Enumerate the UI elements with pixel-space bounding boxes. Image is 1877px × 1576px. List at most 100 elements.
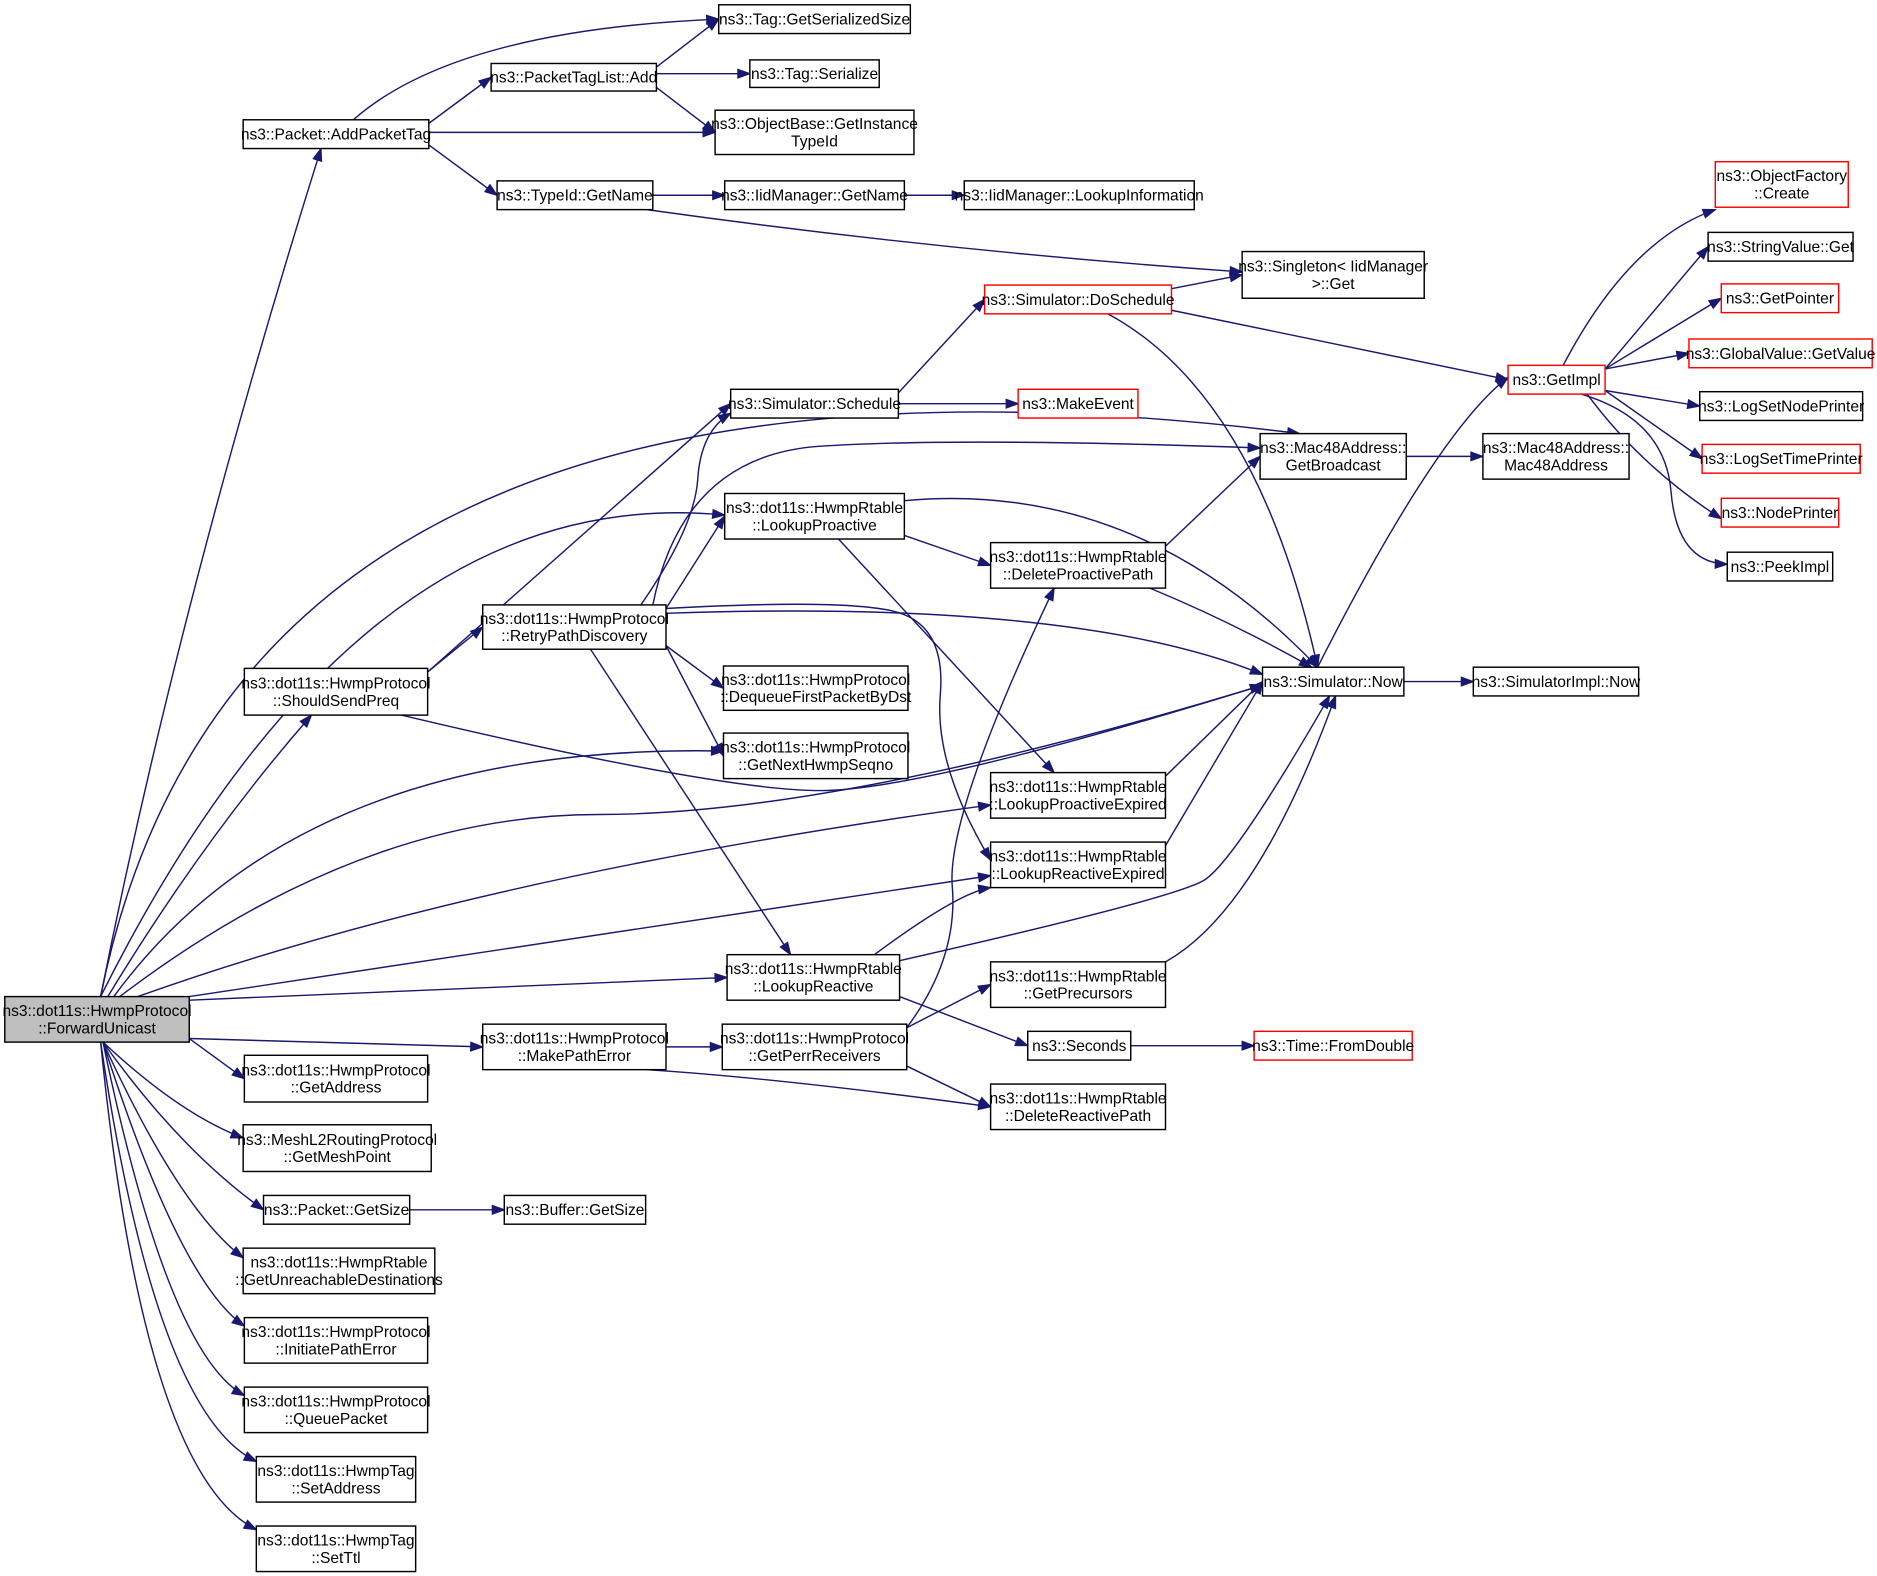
edge-arrowhead	[1470, 451, 1485, 462]
node-box	[1261, 666, 1405, 697]
edge-lproactive-to-now	[904, 497, 1319, 668]
node-queuepkt[interactable]: ns3::dot11s::HwmpProtocol::QueuePacket	[241, 1386, 431, 1434]
node-makeevent[interactable]: ns3::MakeEvent	[1017, 388, 1139, 419]
edge-fwd-to-lpexpired	[137, 804, 991, 998]
node-fromdouble[interactable]: ns3::Time::FromDouble	[1252, 1030, 1414, 1061]
node-lpexpired[interactable]: ns3::dot11s::HwmpRtable::LookupProactive…	[989, 771, 1167, 819]
edge-arrowhead	[1707, 297, 1723, 310]
edge-fwd-to-seqno	[113, 750, 724, 998]
node-bcast[interactable]: ns3::Mac48Address::GetBroadcast	[1259, 432, 1407, 480]
node-label: ns3::dot11s::HwmpRtable	[990, 968, 1167, 985]
node-label: ::GetNextHwmpSeqno	[738, 757, 893, 774]
node-pktsize[interactable]: ns3::Packet::GetSize	[262, 1194, 411, 1225]
node-box	[1720, 283, 1840, 314]
node-box	[989, 541, 1167, 589]
node-implnow[interactable]: ns3::SimulatorImpl::Now	[1472, 666, 1641, 697]
edge-arrowhead	[1688, 447, 1704, 460]
node-iidname[interactable]: ns3::IidManager::GetName	[721, 180, 908, 211]
node-box	[243, 1316, 429, 1364]
node-setttl[interactable]: ns3::dot11s::HwmpTag::SetTtl	[255, 1525, 417, 1573]
node-delproactive[interactable]: ns3::dot11s::HwmpRtable::DeleteProactive…	[989, 541, 1167, 589]
edge-fwd-to-shouldpreq	[107, 714, 312, 997]
node-lognode[interactable]: ns3::LogSetNodePrinter	[1698, 390, 1864, 422]
node-seconds[interactable]: ns3::Seconds	[1027, 1030, 1132, 1061]
node-delreactive[interactable]: ns3::dot11s::HwmpRtable::DeleteReactiveP…	[989, 1083, 1167, 1131]
node-label: ns3::dot11s::HwmpProtocol	[241, 1394, 430, 1411]
node-label: ns3::dot11s::HwmpRtable	[990, 779, 1167, 796]
edge-retry-to-schedule	[640, 412, 732, 606]
node-bufsize[interactable]: ns3::Buffer::GetSize	[503, 1194, 647, 1225]
node-addpkttag[interactable]: ns3::Packet::AddPacketTag	[241, 119, 431, 150]
node-schedule[interactable]: ns3::Simulator::Schedule	[728, 388, 901, 419]
node-label: ::QueuePacket	[285, 1411, 389, 1428]
edge-arrowhead	[710, 676, 725, 690]
node-box	[1259, 432, 1407, 480]
node-meshpoint[interactable]: ns3::MeshL2RoutingProtocol::GetMeshPoint	[237, 1124, 437, 1173]
node-mac48[interactable]: ns3::Mac48Address::Mac48Address	[1482, 432, 1630, 480]
node-initerr[interactable]: ns3::dot11s::HwmpProtocol::InitiatePathE…	[241, 1316, 431, 1364]
edge-getimpl-to-getpointer	[1604, 297, 1722, 370]
node-box	[989, 1083, 1167, 1131]
node-seqno[interactable]: ns3::dot11s::HwmpProtocol::GetNextHwmpSe…	[721, 732, 910, 780]
node-box	[723, 180, 906, 211]
node-makepatherr[interactable]: ns3::dot11s::HwmpProtocol::MakePathError	[480, 1023, 669, 1071]
edge-arrowhead	[231, 1067, 246, 1080]
node-getpointer[interactable]: ns3::GetPointer	[1720, 283, 1840, 314]
edge-fwd-to-initerr	[102, 1041, 245, 1327]
node-dequeue[interactable]: ns3::dot11s::HwmpProtocol::DequeueFirstP…	[720, 665, 912, 712]
node-fwd[interactable]: ns3::dot11s::HwmpProtocol::ForwardUnicas…	[2, 995, 192, 1043]
edge-arrowhead	[250, 1198, 265, 1211]
node-lproactive[interactable]: ns3::dot11s::HwmpRtable::LookupProactive	[723, 492, 906, 540]
node-objfactory[interactable]: ns3::ObjectFactory::Create	[1714, 160, 1849, 208]
node-label: ns3::StringValue::Get	[1707, 239, 1854, 256]
node-box	[1027, 1030, 1132, 1061]
node-setaddr[interactable]: ns3::dot11s::HwmpTag::SetAddress	[255, 1455, 417, 1503]
node-iidlookup[interactable]: ns3::IidManager::LookupInformation	[955, 180, 1204, 211]
node-ptladd[interactable]: ns3::PacketTagList::Add	[490, 62, 657, 92]
node-doschedule[interactable]: ns3::Simulator::DoSchedule	[982, 284, 1175, 315]
node-tagserialize[interactable]: ns3::Tag::Serialize	[749, 59, 880, 89]
node-globalval[interactable]: ns3::GlobalValue::GetValue	[1686, 338, 1876, 369]
edge-arrowhead	[230, 1246, 245, 1259]
node-tagser[interactable]: ns3::Tag::GetSerializedSize	[717, 4, 912, 35]
node-retry[interactable]: ns3::dot11s::HwmpProtocol::RetryPathDisc…	[480, 604, 669, 650]
edge-arrowhead	[979, 846, 992, 862]
edge-arrowhead	[977, 872, 993, 883]
edge-arrowhead	[229, 1128, 245, 1139]
node-lrexpired[interactable]: ns3::dot11s::HwmpRtable::LookupReactiveE…	[990, 841, 1167, 889]
edge-shouldpreq-to-schedule	[427, 403, 732, 673]
node-strget[interactable]: ns3::StringValue::Get	[1707, 231, 1855, 262]
node-typeidname[interactable]: ns3::TypeId::GetName	[496, 180, 654, 211]
node-lreactive[interactable]: ns3::dot11s::HwmpRtable::LookupReactive	[725, 953, 902, 1001]
node-unreach[interactable]: ns3::dot11s::HwmpRtable::GetUnreachableD…	[235, 1247, 443, 1295]
node-label: ::SetAddress	[291, 1480, 380, 1497]
node-logtime[interactable]: ns3::LogSetTimePrinter	[1700, 443, 1863, 474]
edge-getimpl-to-nodeprinter	[1586, 393, 1722, 520]
node-perr[interactable]: ns3::dot11s::HwmpProtocol::GetPerrReceiv…	[720, 1023, 909, 1071]
node-label: ns3::LogSetTimePrinter	[1700, 451, 1863, 468]
edge-arrowhead	[1251, 680, 1264, 696]
node-nodeprinter[interactable]: ns3::NodePrinter	[1720, 497, 1840, 528]
node-label: ns3::ObjectFactory	[1716, 168, 1847, 185]
node-now[interactable]: ns3::Simulator::Now	[1261, 666, 1405, 697]
node-box	[722, 665, 909, 712]
edge-arrowhead	[1701, 208, 1717, 219]
edge-makepatherr-to-delreactive	[646, 1068, 991, 1108]
node-label: ns3::Simulator::Schedule	[728, 396, 901, 413]
edge-fwd-to-setttl	[99, 1042, 257, 1531]
node-label: ::InitiatePathError	[275, 1341, 396, 1358]
edge-arrowhead	[717, 402, 733, 416]
edge-lproactive-to-lpexpired	[837, 538, 1055, 774]
edge-typeidname-to-singleton	[646, 208, 1243, 273]
edge-getimpl-to-strget	[1604, 246, 1709, 370]
node-shouldpreq[interactable]: ns3::dot11s::HwmpProtocol::ShouldSendPre…	[241, 667, 431, 716]
node-label: ns3::Mac48Address::	[1483, 440, 1629, 457]
node-singleton[interactable]: ns3::Singleton< IidManager>::Get	[1238, 250, 1428, 299]
node-getaddress[interactable]: ns3::dot11s::HwmpProtocol::GetAddress	[241, 1054, 431, 1103]
node-precursors[interactable]: ns3::dot11s::HwmpRtable::GetPrecursors	[990, 961, 1167, 1009]
edge-retry-to-lrexpired	[665, 603, 992, 861]
node-peekimpl[interactable]: ns3::PeekImpl	[1726, 551, 1834, 582]
edge-doschedule-to-now	[1107, 313, 1319, 668]
node-getimpl[interactable]: ns3::GetImpl	[1507, 364, 1606, 395]
